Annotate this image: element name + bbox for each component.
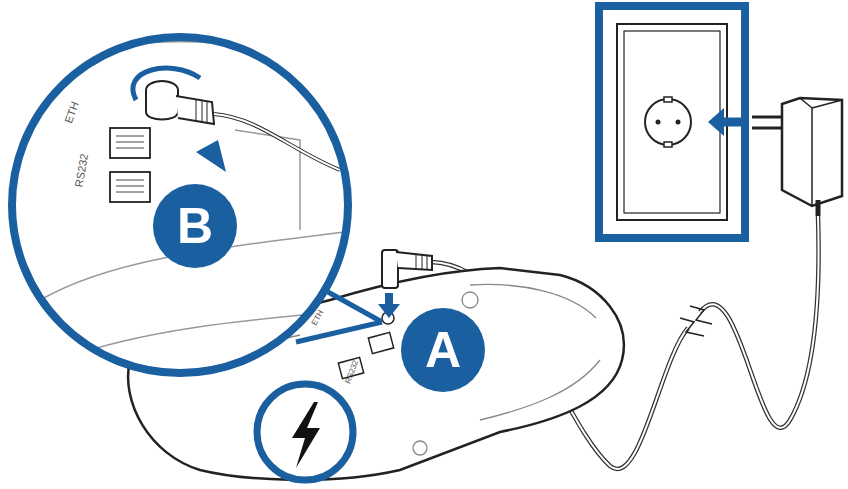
- port-label: ETH: [311, 309, 326, 327]
- port-label: RS232: [74, 152, 91, 187]
- callout-circle: A: [401, 308, 485, 392]
- power-symbol: [257, 384, 353, 480]
- inset-view: [12, 37, 360, 373]
- wall-outlet: [599, 6, 745, 238]
- dc-plug: [378, 250, 432, 318]
- callout-letter: A: [425, 325, 461, 375]
- port-label: RS232: [344, 359, 360, 385]
- power-adapter: [752, 98, 842, 216]
- callout-circle: B: [153, 184, 237, 268]
- callout-letter: B: [177, 201, 213, 251]
- port-label: ETH: [63, 100, 81, 124]
